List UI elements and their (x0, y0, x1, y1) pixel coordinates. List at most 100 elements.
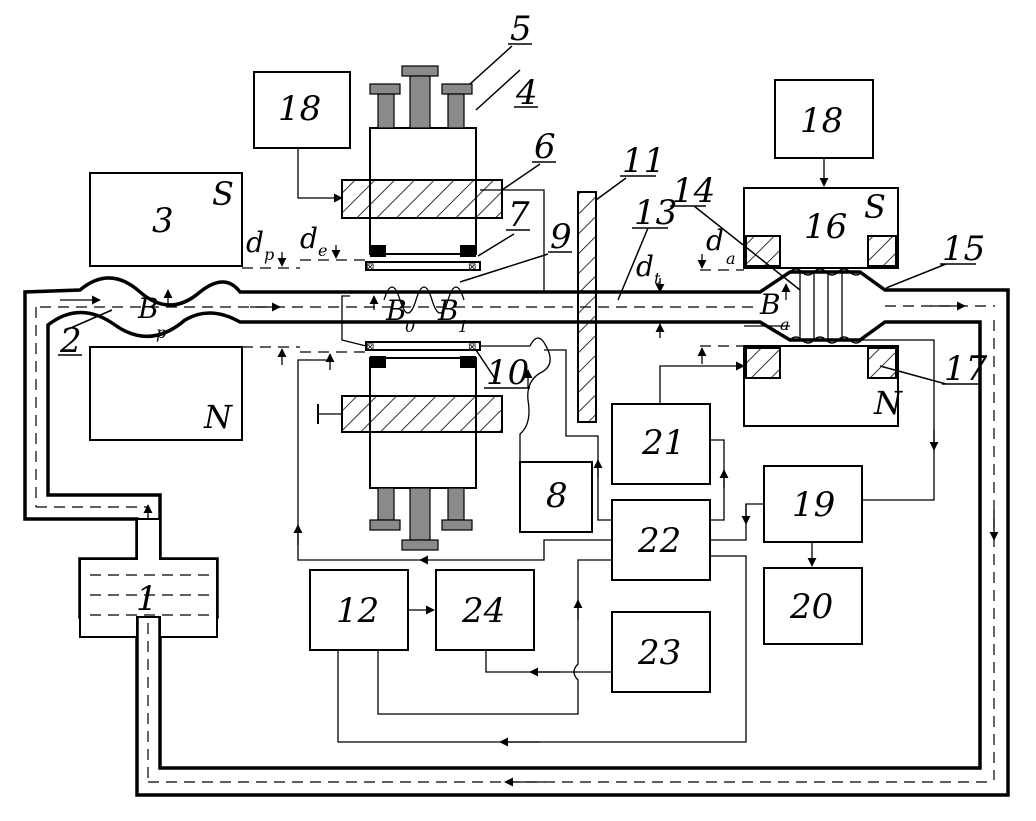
lower-coil (341, 395, 503, 433)
wire-22-to-electromagnet (419, 539, 612, 565)
label-17: 17 (944, 349, 988, 389)
subscript-t: t (654, 269, 661, 288)
block-24 (435, 569, 535, 651)
bolt-left-bottom-head (369, 519, 401, 531)
label-6: 6 (534, 127, 556, 167)
coil-17-left (745, 347, 781, 379)
symbol-b-a: B (759, 288, 781, 321)
wire-electrode-left (341, 295, 367, 347)
block-20 (763, 567, 863, 645)
leader-17 (879, 365, 947, 385)
magnet-16: 18 16 S N B a d a 14 15 17 (670, 79, 988, 427)
label-11: 11 (622, 141, 665, 181)
wire-12-bottom-loop (337, 555, 747, 743)
wire-10-to-22 (544, 349, 612, 521)
wire-left-feed (297, 359, 420, 561)
lower-pole-pad-right (460, 356, 476, 368)
coil-16-right (867, 235, 897, 267)
pole-s-right: S (864, 188, 886, 226)
bolt-right-bottom (447, 487, 465, 521)
bolt-center-top (409, 75, 431, 129)
subscript-1: 1 (458, 317, 468, 336)
bolt-left-bottom (377, 487, 395, 521)
symbol-b1: B (437, 294, 459, 327)
bolt-left-top (377, 93, 395, 129)
symbol-d-a: d (706, 224, 724, 257)
pump-1: 1 (79, 518, 218, 638)
coil-17-right (867, 347, 897, 379)
control-blocks: 8 21 22 23 12 24 19 20 (309, 403, 863, 693)
leader-11 (595, 177, 627, 201)
label-15: 15 (942, 229, 985, 269)
wire-coil-9-to-8 (480, 337, 551, 462)
electrode-10-mark-right: ⊠ (468, 342, 476, 353)
pole-n-right: N (873, 384, 903, 422)
symbol-d-t: d (636, 250, 654, 283)
magnet-3: 3 S N d p B p 2 (58, 172, 300, 441)
label-9: 9 (550, 217, 572, 257)
bolt-right-top (447, 93, 465, 129)
block-12 (309, 569, 409, 651)
block-21 (611, 403, 711, 485)
block-23 (611, 611, 711, 693)
upper-pole-pad-left (370, 245, 386, 257)
block-18-right-box (774, 79, 874, 159)
pipe-outer-wall (23, 270, 1010, 797)
label-14: 14 (672, 171, 715, 211)
bolt-center-bottom (409, 487, 431, 541)
electrode-7 (365, 261, 481, 271)
coil-9-loops (383, 286, 465, 314)
subscript-a: a (726, 249, 736, 268)
subscript-p: p (264, 245, 274, 264)
label-3: 3 (152, 201, 174, 241)
label-22: 22 (637, 521, 681, 561)
wire-22-to-21 (710, 439, 725, 521)
leader-15 (885, 263, 947, 289)
symbol-d-p: d (246, 226, 264, 259)
label-5: 5 (510, 9, 532, 49)
label-10: 10 (486, 353, 529, 393)
pole-s-left: S (212, 175, 234, 213)
label-16: 16 (804, 207, 847, 247)
label-12: 12 (336, 591, 379, 631)
upper-pole-pad-right (460, 245, 476, 257)
leader-5 (469, 45, 513, 85)
lower-pole-pad-left (370, 356, 386, 368)
label-13: 13 (634, 193, 677, 233)
leader-6 (501, 163, 541, 191)
block-8 (519, 461, 593, 533)
pump-body (79, 518, 218, 638)
block-18-left: 18 (253, 71, 351, 203)
label-7: 7 (508, 195, 530, 235)
upper-coil-6 (341, 179, 503, 219)
leader-9 (459, 253, 549, 283)
bolt-center-top-head (401, 65, 439, 77)
wire-18-to-coil (297, 148, 343, 203)
gap-dt: d t 13 (617, 193, 677, 338)
symbol-b-p: B (137, 292, 159, 325)
label-4: 4 (515, 73, 538, 113)
label-18-right: 18 (800, 101, 843, 141)
electrode-10 (365, 341, 481, 351)
electromagnet-4: ⊠ ⊠ ⊠ ⊠ B 0 B 1 d e 4 5 6 7 9 (300, 9, 572, 551)
pole-n-left: N (203, 398, 233, 436)
label-21: 21 (641, 423, 685, 463)
block-18-left-box (253, 71, 351, 149)
subscript-0: 0 (405, 317, 415, 336)
symbol-d-e: d (300, 222, 318, 255)
block-19 (763, 465, 863, 543)
plate-11-body (577, 191, 597, 423)
label-20: 20 (789, 587, 833, 627)
leader-7 (477, 233, 515, 257)
plate-11: 11 (577, 141, 665, 423)
label-19: 19 (792, 485, 835, 525)
subscript-b-p: p (156, 323, 166, 342)
leader-2 (65, 309, 113, 331)
coil-14-bottom (789, 336, 863, 344)
electrode-7-mark-right: ⊠ (468, 262, 476, 273)
label-23: 23 (637, 633, 681, 673)
electrode-7-mark-left: ⊠ (366, 262, 374, 273)
label-2: 2 (59, 321, 82, 361)
leader-4 (475, 69, 521, 111)
leader-13 (617, 227, 649, 301)
